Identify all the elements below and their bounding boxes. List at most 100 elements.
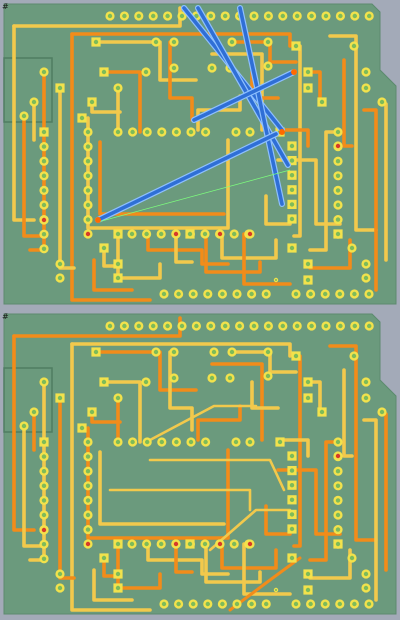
- copper-trace[interactable]: [328, 344, 378, 542]
- pad-hole: [171, 65, 177, 71]
- copper-trace[interactable]: [228, 350, 298, 374]
- copper-trace[interactable]: [204, 232, 262, 274]
- copper-trace[interactable]: [102, 246, 120, 268]
- copper-trace[interactable]: [108, 488, 252, 512]
- copper-trace[interactable]: [70, 32, 292, 48]
- copper-trace[interactable]: [98, 140, 226, 216]
- pad-hole: [308, 291, 313, 297]
- ratsnest-line[interactable]: [196, 6, 290, 167]
- pad-hole: [309, 323, 314, 329]
- copper-trace[interactable]: [22, 424, 46, 548]
- ratsnest-line[interactable]: [192, 70, 296, 122]
- pcb-top-canvas[interactable]: [0, 0, 400, 310]
- copper-trace[interactable]: [174, 542, 194, 574]
- copper-trace[interactable]: [242, 232, 292, 286]
- pad-hole: [171, 349, 177, 355]
- pad-hole: [57, 275, 63, 281]
- copper-trace[interactable]: [276, 158, 342, 226]
- pcb-bottom-view[interactable]: #: [0, 310, 400, 620]
- pad-hole: [143, 379, 149, 385]
- pcb-bottom-canvas[interactable]: [0, 310, 400, 620]
- copper-trace[interactable]: [102, 70, 142, 134]
- ratsnest-line[interactable]: [238, 6, 284, 206]
- copper-trace[interactable]: [92, 258, 134, 292]
- pad-hole: [208, 13, 214, 19]
- copper-trace[interactable]: [282, 438, 310, 458]
- copper-trace[interactable]: [276, 468, 342, 536]
- copper-trace[interactable]: [242, 542, 292, 596]
- pad-hole: [93, 349, 99, 355]
- copper-trace[interactable]: [146, 542, 230, 576]
- pad-hole: [176, 291, 181, 297]
- copper-trace[interactable]: [174, 232, 194, 264]
- pad-hole: [130, 439, 135, 445]
- pad-hole: [115, 275, 121, 281]
- copper-trace[interactable]: [208, 508, 292, 552]
- board-cutout: [3, 57, 53, 123]
- copper-trace[interactable]: [204, 542, 262, 584]
- copper-trace[interactable]: [70, 342, 292, 358]
- copper-trace[interactable]: [102, 556, 120, 578]
- copper-trace[interactable]: [98, 450, 226, 526]
- pad-hole: [161, 601, 167, 607]
- copper-trace[interactable]: [308, 440, 340, 562]
- pad-hole: [85, 468, 91, 474]
- copper-trace[interactable]: [282, 128, 310, 148]
- copper-trace[interactable]: [264, 504, 292, 536]
- copper-trace[interactable]: [362, 108, 378, 292]
- copper-trace[interactable]: [12, 24, 36, 222]
- copper-trace[interactable]: [70, 32, 152, 302]
- pad-hole: [208, 323, 214, 329]
- pad-hole: [173, 231, 179, 237]
- copper-trace[interactable]: [210, 362, 264, 442]
- copper-trace[interactable]: [148, 404, 258, 442]
- pad-hole: [338, 323, 343, 329]
- pad-hole: [179, 323, 185, 329]
- copper-trace[interactable]: [116, 232, 162, 280]
- copper-trace[interactable]: [116, 542, 162, 590]
- copper-trace[interactable]: [146, 232, 230, 266]
- pad-hole: [144, 541, 149, 547]
- copper-trace[interactable]: [148, 458, 286, 492]
- copper-trace[interactable]: [264, 194, 292, 226]
- pad-hole: [352, 291, 357, 297]
- copper-trace[interactable]: [94, 40, 198, 82]
- pcb-top-view[interactable]: #: [0, 0, 400, 310]
- pad-hole: [190, 291, 196, 297]
- pad-hole: [335, 188, 341, 193]
- copper-trace[interactable]: [228, 556, 302, 612]
- pad-hole: [366, 601, 372, 607]
- copper-trace[interactable]: [70, 342, 152, 612]
- pad-hole: [289, 555, 295, 561]
- copper-trace[interactable]: [196, 404, 242, 442]
- copper-trace[interactable]: [250, 380, 280, 410]
- copper-trace[interactable]: [342, 58, 354, 148]
- copper-trace[interactable]: [92, 568, 134, 602]
- pad-hole: [85, 498, 91, 503]
- pad-hole: [251, 323, 257, 329]
- copper-trace[interactable]: [328, 34, 378, 232]
- copper-trace[interactable]: [94, 350, 198, 392]
- pad-hole: [85, 202, 91, 208]
- copper-trace[interactable]: [12, 334, 36, 532]
- copper-trace[interactable]: [308, 130, 340, 252]
- pad-hole: [190, 601, 196, 607]
- pad-hole: [209, 65, 215, 71]
- copper-trace[interactable]: [220, 542, 278, 570]
- pad-hole: [150, 13, 156, 19]
- copper-trace[interactable]: [22, 114, 46, 238]
- pad-hole: [335, 129, 341, 135]
- copper-trace[interactable]: [342, 368, 354, 458]
- copper-trace[interactable]: [362, 418, 378, 602]
- pad-hole: [85, 158, 91, 164]
- copper-trace[interactable]: [220, 232, 278, 260]
- pad-hole: [217, 541, 223, 547]
- ratsnest-line[interactable]: [96, 132, 278, 222]
- pad-hole: [305, 85, 311, 91]
- pad-hole: [338, 13, 343, 19]
- pad-hole: [220, 291, 225, 297]
- copper-trace[interactable]: [102, 380, 142, 444]
- pad-hole: [41, 188, 47, 193]
- pad-hole: [274, 588, 278, 592]
- pad-hole: [101, 379, 107, 385]
